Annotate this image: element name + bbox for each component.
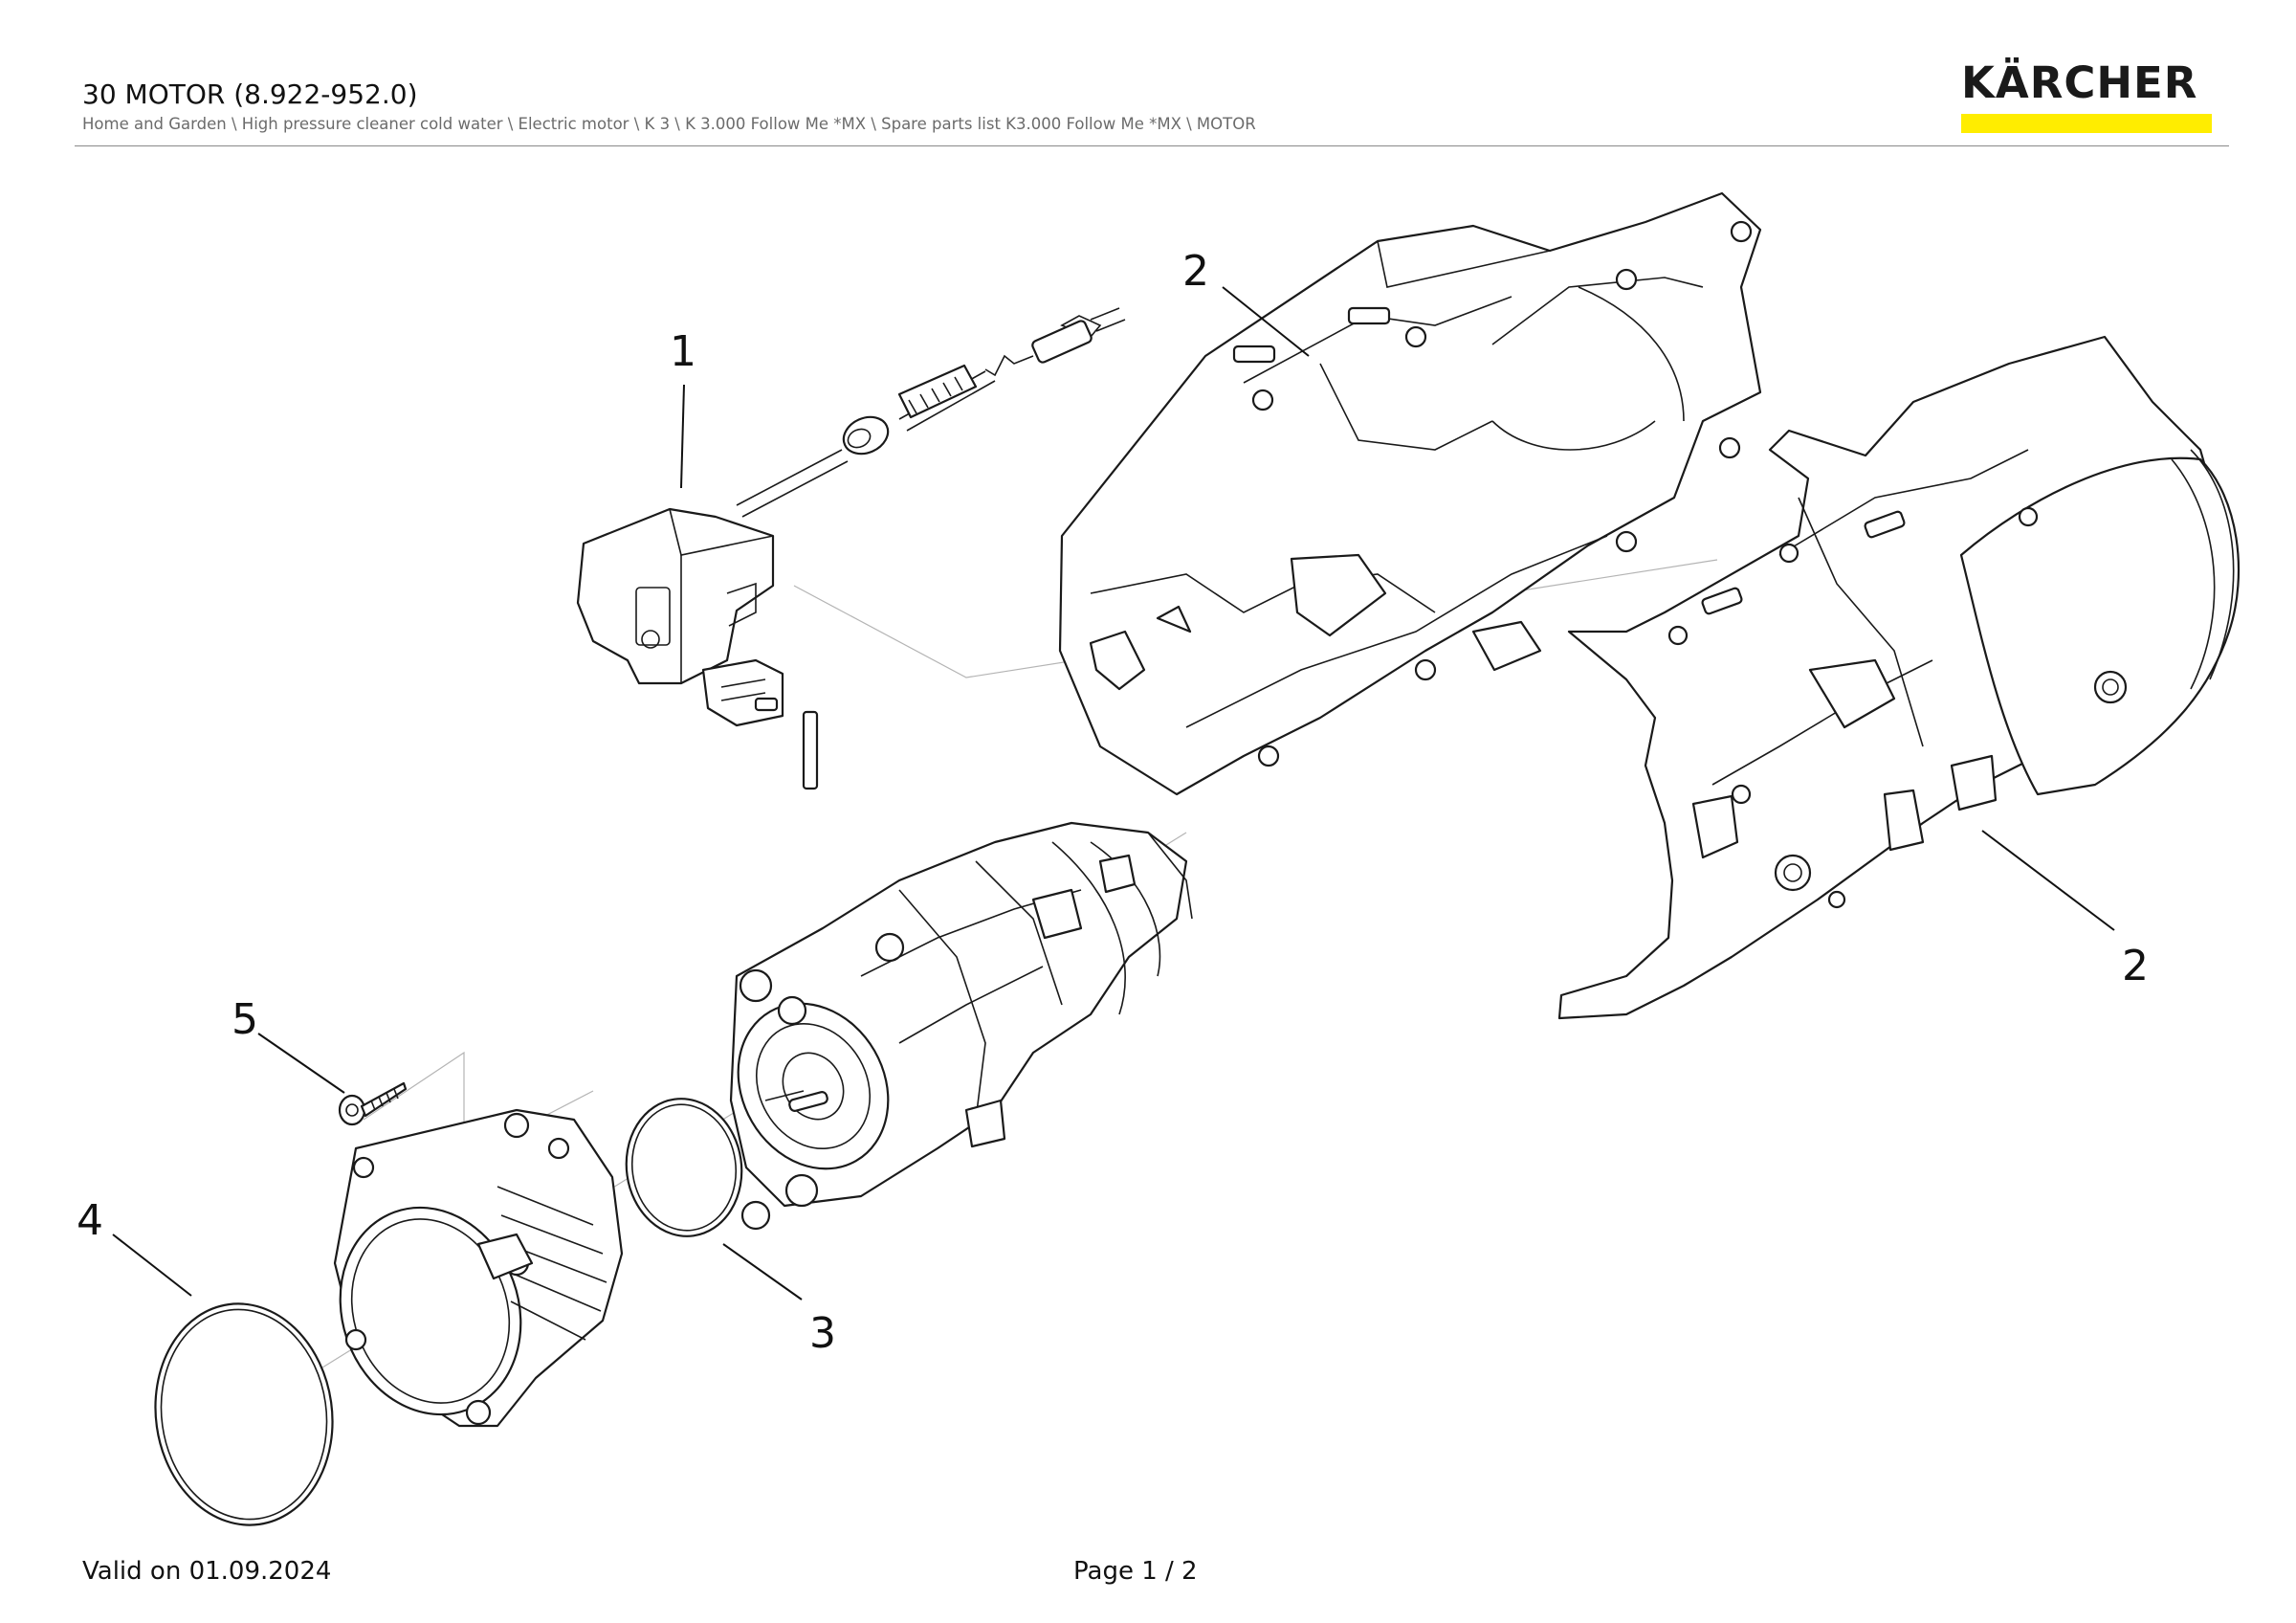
breadcrumb: Home and Garden \ High pressure cleaner … bbox=[82, 115, 1256, 133]
callout-5: 5 bbox=[232, 995, 258, 1044]
o-ring-small bbox=[625, 1098, 743, 1237]
housing-shell-upper bbox=[1058, 191, 1762, 796]
brand-wordmark: KÄRCHER bbox=[1961, 57, 2198, 108]
callout-1: 1 bbox=[670, 327, 696, 376]
housing-shell-lower bbox=[1557, 335, 2241, 1020]
electric-motor bbox=[729, 821, 1193, 1231]
screw bbox=[338, 1081, 408, 1126]
callouts: 1 2 2 3 4 5 bbox=[77, 247, 2149, 1358]
callout-3: 3 bbox=[809, 1309, 836, 1358]
callout-2-upper: 2 bbox=[1182, 247, 1209, 296]
brand-accent-bar bbox=[1961, 114, 2212, 133]
power-cord-switch-box bbox=[576, 307, 1126, 790]
validity-date: Valid on 01.09.2024 bbox=[82, 1557, 332, 1586]
header-divider bbox=[75, 145, 2229, 146]
motor-end-shield bbox=[333, 1108, 624, 1428]
callout-4: 4 bbox=[77, 1196, 103, 1245]
brand-logo: KÄRCHER bbox=[1961, 61, 2212, 133]
callout-2-lower: 2 bbox=[2122, 942, 2149, 990]
page-title: 30 MOTOR (8.922-952.0) bbox=[82, 78, 418, 110]
page-indicator: Page 1 / 2 bbox=[1073, 1557, 1198, 1586]
o-ring-large bbox=[154, 1302, 334, 1526]
